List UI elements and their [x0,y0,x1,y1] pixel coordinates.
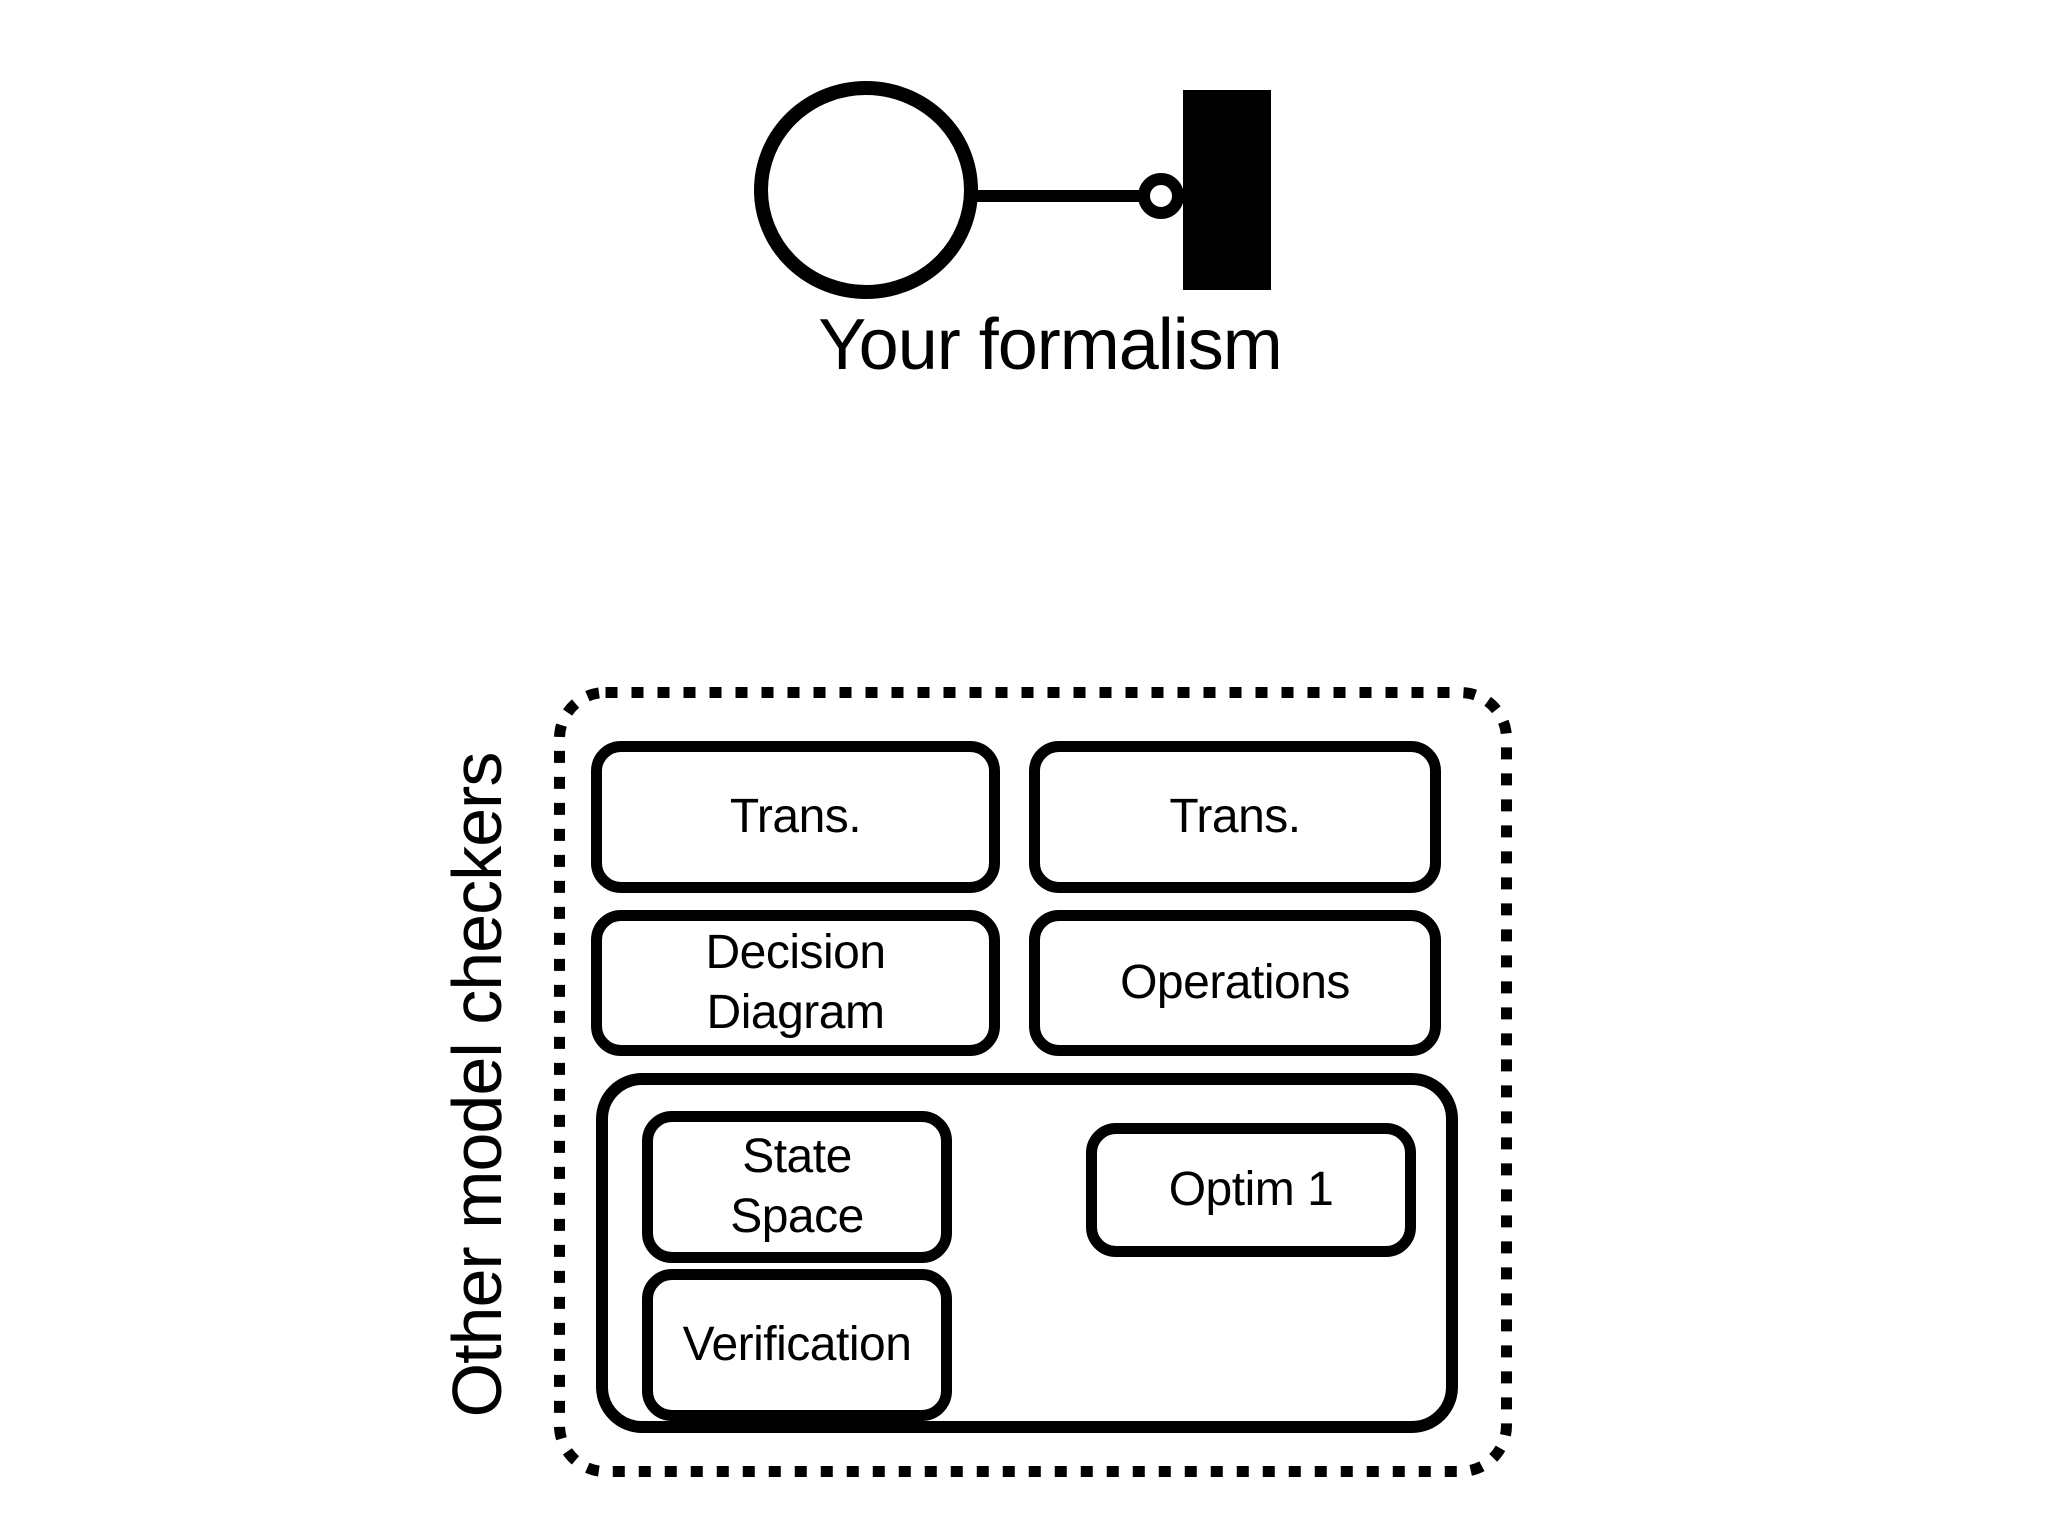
formalism-icon [754,81,1271,299]
box-trans-left: Trans. [591,741,1000,893]
box-state-space-label: State Space [730,1130,864,1243]
box-operations-label: Operations [1120,956,1350,1009]
formalism-label: Your formalism [818,305,1283,385]
box-trans-right: Trans. [1029,741,1441,893]
box-trans-right-label: Trans. [1169,790,1301,843]
other-model-checkers-label: Other model checkers [438,752,516,1418]
box-verification-label: Verification [682,1318,912,1371]
transition-bar-icon [1183,90,1271,290]
box-trans-left-label: Trans. [729,790,862,843]
pipeline-group-box: State Space Optim 1 Verification [596,1073,1458,1433]
place-circle-icon [754,81,978,299]
box-operations: Operations [1029,910,1441,1056]
arc-endpoint-circle-icon [1138,173,1184,219]
box-state-space: State Space [642,1111,952,1263]
dotted-border [554,687,1512,1477]
box-verification: Verification [642,1269,952,1421]
box-decision-diagram-label: Decision Diagram [705,926,886,1039]
box-decision-diagram: Decision Diagram [591,910,1000,1056]
box-optim-1: Optim 1 [1086,1123,1416,1257]
box-optim-1-label: Optim 1 [1168,1163,1334,1216]
other-model-checkers-container: Trans. Trans. Decision Diagram Operation… [554,687,1512,1477]
